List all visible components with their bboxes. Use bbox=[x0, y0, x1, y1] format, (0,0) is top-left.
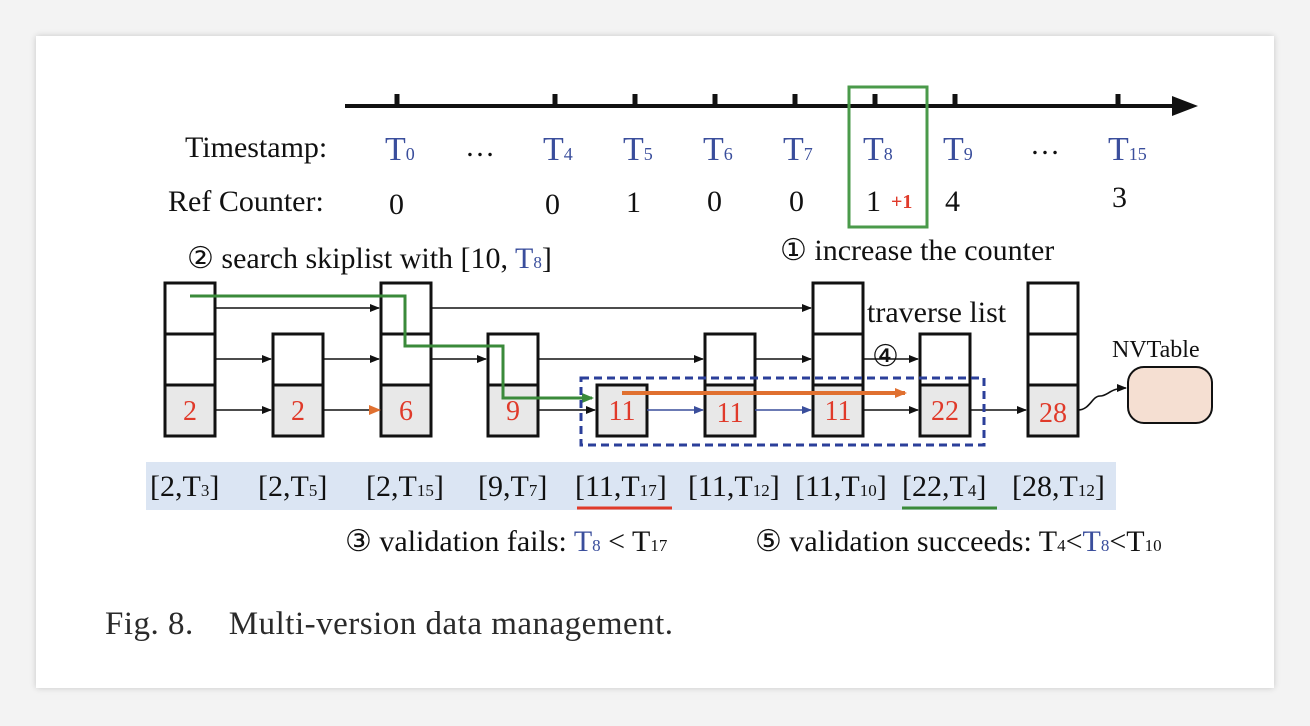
timestamp-t4: T4 bbox=[543, 131, 573, 168]
node-key: 2 bbox=[183, 396, 197, 427]
version-entry: [9,T7] bbox=[478, 470, 547, 503]
ref-count-t6: 0 bbox=[707, 185, 722, 218]
timestamp-t6: T6 bbox=[703, 131, 733, 168]
timeline-axis bbox=[345, 94, 1198, 116]
traverse-dashed-box bbox=[579, 376, 986, 447]
ref-count-t7: 0 bbox=[789, 185, 804, 218]
skiplist-towers bbox=[163, 281, 1080, 438]
version-band bbox=[146, 462, 1116, 510]
timestamp-ellipsis: … bbox=[1030, 128, 1060, 161]
version-entry: [22,T4] bbox=[902, 470, 986, 503]
tower-cell bbox=[379, 383, 433, 438]
nvtable-box bbox=[1127, 366, 1213, 424]
tower-cell bbox=[918, 383, 972, 438]
traverse-annotation: traverse list bbox=[867, 296, 1007, 329]
tower-cell bbox=[486, 383, 540, 438]
nvtable-label: NVTable bbox=[1112, 337, 1200, 363]
tower-cell bbox=[811, 281, 865, 336]
tower-cell bbox=[271, 332, 325, 387]
version-entry: [11,T12] bbox=[688, 470, 780, 503]
ref-count-t0: 0 bbox=[389, 188, 404, 221]
tower-cell bbox=[1026, 281, 1080, 336]
nvtable-link bbox=[1077, 384, 1127, 411]
skiplist-pointers bbox=[215, 304, 1027, 414]
t8-highlight-box bbox=[847, 85, 929, 229]
timestamp-t15: T15 bbox=[1108, 131, 1147, 168]
node-key: 28 bbox=[1039, 398, 1067, 429]
tower-cell bbox=[163, 281, 217, 336]
step3-annotation: ③ validation fails: T8 < T17 bbox=[345, 525, 668, 558]
ref-count-t8: 1 bbox=[866, 185, 881, 218]
node-key: 2 bbox=[291, 396, 305, 427]
axis-arrowhead bbox=[1172, 96, 1198, 116]
version-entry: [2,T5] bbox=[258, 470, 327, 503]
step5-annotation: ⑤ validation succeeds: T4<T8<T10 bbox=[755, 525, 1162, 558]
figure-caption: Fig. 8. Multi-version data management. bbox=[105, 606, 674, 642]
node-key: 9 bbox=[506, 396, 520, 427]
version-entry: [2,T3] bbox=[150, 470, 219, 503]
tower-cell bbox=[163, 383, 217, 438]
tower-cell bbox=[1026, 332, 1080, 387]
timestamp-t0: T0 bbox=[385, 131, 415, 168]
ref-count-t9: 4 bbox=[945, 185, 960, 218]
tower-cell bbox=[486, 332, 540, 387]
ref-count-t15: 3 bbox=[1112, 181, 1127, 214]
timestamp-t7: T7 bbox=[783, 131, 813, 168]
version-entry: [28,T12] bbox=[1012, 470, 1105, 503]
ref-count-t4: 0 bbox=[545, 188, 560, 221]
tower-cell bbox=[163, 332, 217, 387]
node-key: 6 bbox=[399, 396, 413, 427]
ref-counter-label: Ref Counter: bbox=[168, 185, 324, 218]
timestamp-t9: T9 bbox=[943, 131, 973, 168]
search-path bbox=[190, 294, 594, 403]
timestamp-ellipsis: … bbox=[465, 130, 495, 163]
node-key: 22 bbox=[931, 396, 959, 427]
step4-annotation: ④ bbox=[872, 340, 899, 373]
ref-count-t5: 1 bbox=[626, 186, 641, 219]
tower-cell bbox=[271, 383, 325, 438]
timestamp-label: Timestamp: bbox=[185, 131, 327, 164]
node-key: 11 bbox=[717, 398, 744, 429]
node-key: 11 bbox=[825, 396, 852, 427]
node-key: 11 bbox=[609, 396, 636, 427]
timestamp-t5: T5 bbox=[623, 131, 653, 168]
increment-badge: +1 bbox=[891, 191, 912, 213]
step1-annotation: ① increase the counter bbox=[780, 234, 1054, 267]
step2-annotation: ② search skiplist with [10, T8] bbox=[187, 242, 552, 275]
timestamp-t8: T8 bbox=[863, 131, 893, 168]
